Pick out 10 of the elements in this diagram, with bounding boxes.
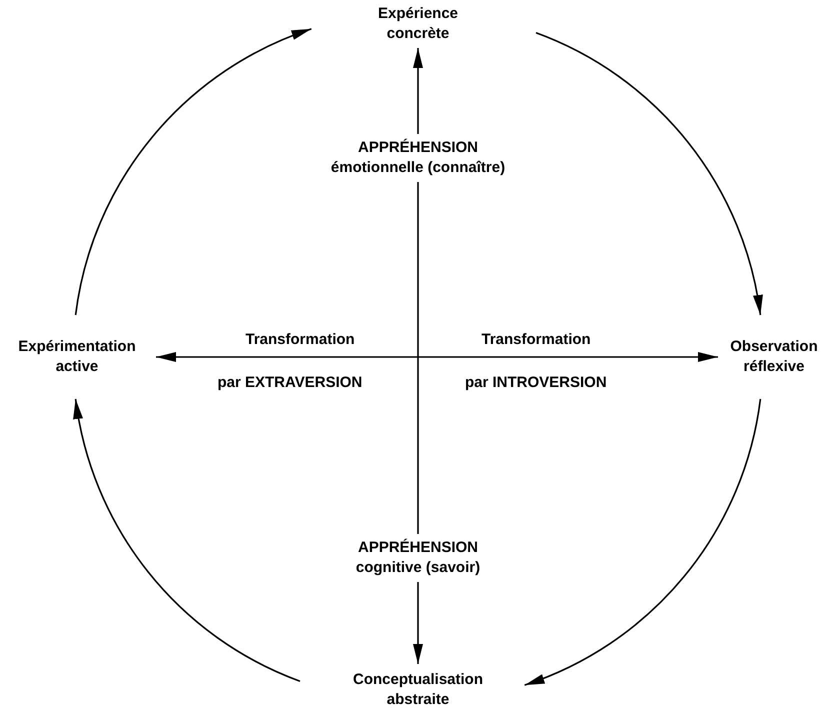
cycle-arrow: [524, 398, 762, 686]
cycle-arrow: [74, 28, 312, 316]
stage-label: Conceptualisation abstraite: [352, 670, 484, 710]
stage-label: Expérimentation active: [17, 337, 137, 377]
axis-arrow: [156, 352, 418, 362]
cycle-arrow: [536, 32, 762, 316]
cycle-arrow: [74, 398, 300, 682]
stage-label: Observation réflexive: [729, 337, 819, 377]
stage-label: Expérience concrète: [376, 4, 460, 44]
axis-arrow: [418, 352, 718, 362]
